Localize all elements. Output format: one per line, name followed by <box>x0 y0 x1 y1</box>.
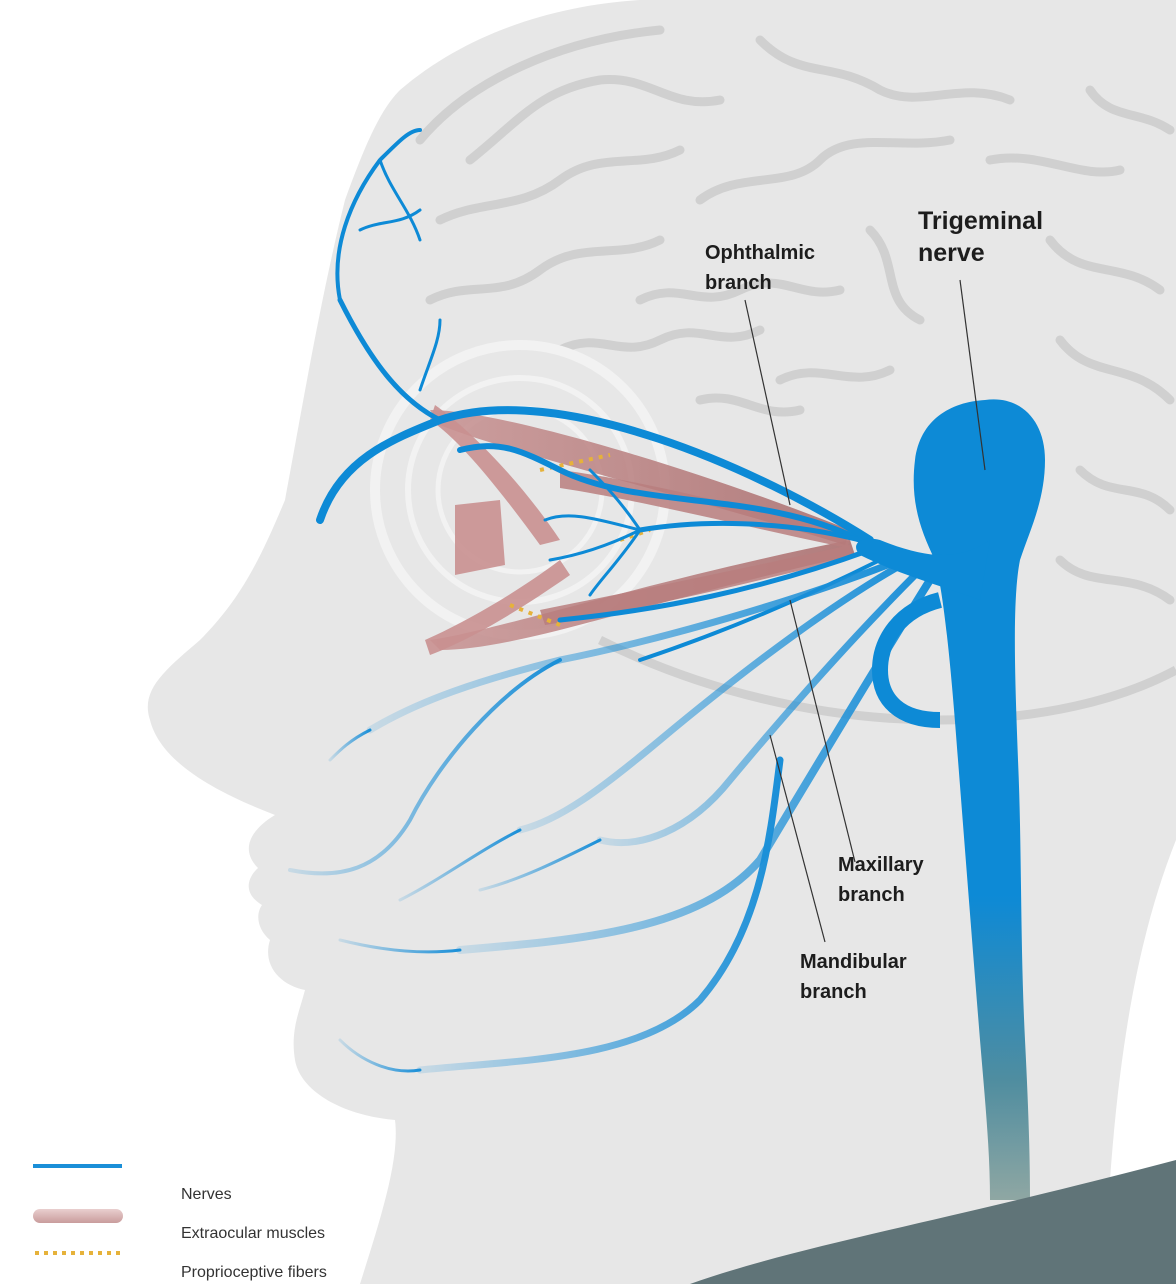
label-mandibular-branch: Mandibular branch <box>800 947 907 1007</box>
label-maxillary-branch: Maxillary branch <box>838 850 924 910</box>
legend-label-proprioceptive-fibers: Proprioceptive fibers <box>181 1264 327 1282</box>
label-trigeminal-line-1: Trigeminal <box>918 205 1043 237</box>
label-ophthalmic-line-1: Ophthalmic <box>705 238 815 268</box>
label-trigeminal-line-2: nerve <box>918 237 1043 269</box>
label-ophthalmic-line-2: branch <box>705 268 815 298</box>
label-mandibular-line-2: branch <box>800 977 907 1007</box>
label-maxillary-line-2: branch <box>838 880 924 910</box>
legend-swatch-muscle <box>33 1209 123 1223</box>
legend-label-nerves: Nerves <box>181 1186 232 1204</box>
label-ophthalmic-branch: Ophthalmic branch <box>705 238 815 298</box>
label-mandibular-line-1: Mandibular <box>800 947 907 977</box>
label-maxillary-line-1: Maxillary <box>838 850 924 880</box>
legend-label-extraocular-muscles: Extraocular muscles <box>181 1225 325 1243</box>
label-trigeminal-nerve: Trigeminal nerve <box>918 205 1043 269</box>
